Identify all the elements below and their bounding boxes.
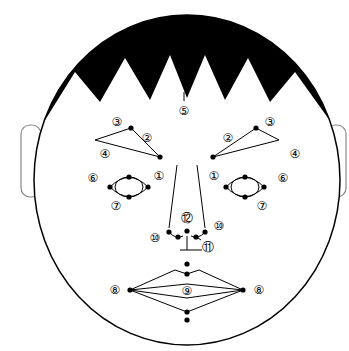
callout-number: ⑧ — [254, 284, 265, 296]
callout-number: ⑥ — [88, 172, 99, 184]
callout-number: ⑥ — [278, 172, 289, 184]
callout-number: ⑫ — [181, 212, 193, 224]
callout-number: ① — [209, 170, 220, 182]
leader-line — [184, 92, 185, 101]
callout-number: ⑪ — [202, 241, 214, 253]
callout-number: ④ — [100, 148, 111, 160]
callout-number: ③ — [112, 116, 123, 128]
callout-number: ② — [223, 132, 234, 144]
callout-number: ⑧ — [110, 284, 121, 296]
callout-number: ④ — [290, 148, 301, 160]
callout-number: ⑩ — [214, 220, 225, 232]
callout-number: ⑦ — [111, 200, 122, 212]
eyebrows — [95, 128, 279, 157]
landmark-dots — [107, 125, 266, 322]
callout-number: ⑩ — [150, 232, 161, 244]
callout-number: ② — [142, 132, 153, 144]
mouth — [130, 270, 243, 312]
callout-number: ⑨ — [182, 285, 193, 297]
callout-number: ⑦ — [257, 200, 268, 212]
eyes — [110, 177, 264, 197]
hair — [0, 0, 349, 125]
callout-number: ⑤ — [179, 105, 190, 117]
callout-number: ③ — [265, 116, 276, 128]
callout-number: ① — [154, 170, 165, 182]
nose — [169, 165, 205, 250]
